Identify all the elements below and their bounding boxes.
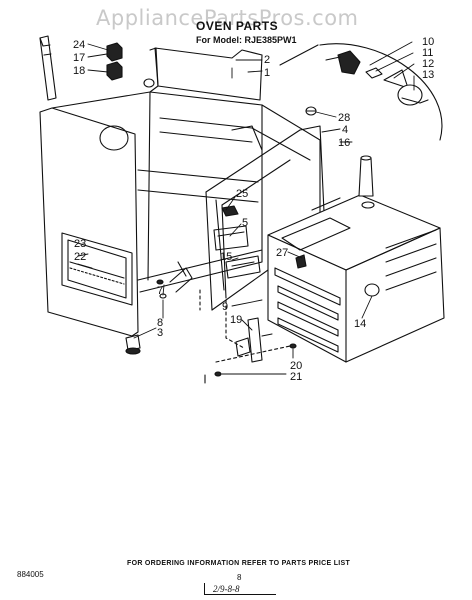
callout-22: 22 <box>74 251 86 263</box>
callout-4: 4 <box>342 124 348 136</box>
callout-20: 20 <box>290 360 302 372</box>
callout-12: 12 <box>422 58 434 70</box>
diagram-title: OVEN PARTS <box>196 19 279 33</box>
callout-numbers: 24 17 18 2 1 10 11 12 13 28 4 16 25 5 27… <box>73 36 434 383</box>
callout-13: 13 <box>422 69 434 81</box>
leader-lines <box>77 41 415 375</box>
ordering-info: FOR ORDERING INFORMATION REFER TO PARTS … <box>127 560 351 567</box>
watermark: AppliancePartsPros.com <box>96 6 359 30</box>
callout-21: 21 <box>290 371 302 383</box>
callout-25: 25 <box>236 188 248 200</box>
document-code: 884005 <box>17 570 44 579</box>
model-number: For Model: RJE385PW1 <box>196 35 297 45</box>
callout-16: 16 <box>338 137 350 149</box>
callout-5: 5 <box>242 217 248 229</box>
callout-7: 7 <box>157 285 163 297</box>
callout-1: 1 <box>264 67 270 79</box>
callout-19: 19 <box>230 314 242 326</box>
callout-24: 24 <box>73 39 85 51</box>
callout-2: 2 <box>264 54 270 66</box>
callout-3: 3 <box>157 327 163 339</box>
callout-11: 11 <box>422 47 433 59</box>
callout-18: 18 <box>73 65 85 77</box>
callout-17: 17 <box>73 52 85 64</box>
part-17-block <box>106 42 123 62</box>
part-18-block <box>106 61 123 81</box>
page-number: 8 <box>237 573 242 582</box>
side-bracket-strip <box>39 35 57 101</box>
callout-8: 8 <box>157 317 163 329</box>
callout-9: 9 <box>222 301 228 313</box>
callout-23: 23 <box>74 238 86 250</box>
callout-27: 27 <box>276 247 288 259</box>
callout-15: 15 <box>220 251 232 263</box>
callout-14: 14 <box>354 318 366 330</box>
callout-10: 10 <box>422 36 434 48</box>
callout-28: 28 <box>338 112 350 124</box>
lower-hardware <box>125 261 297 384</box>
revision-stamp: 2/9-8-8 <box>204 583 276 595</box>
oven-liner <box>267 155 445 363</box>
inset-circle <box>279 43 443 141</box>
